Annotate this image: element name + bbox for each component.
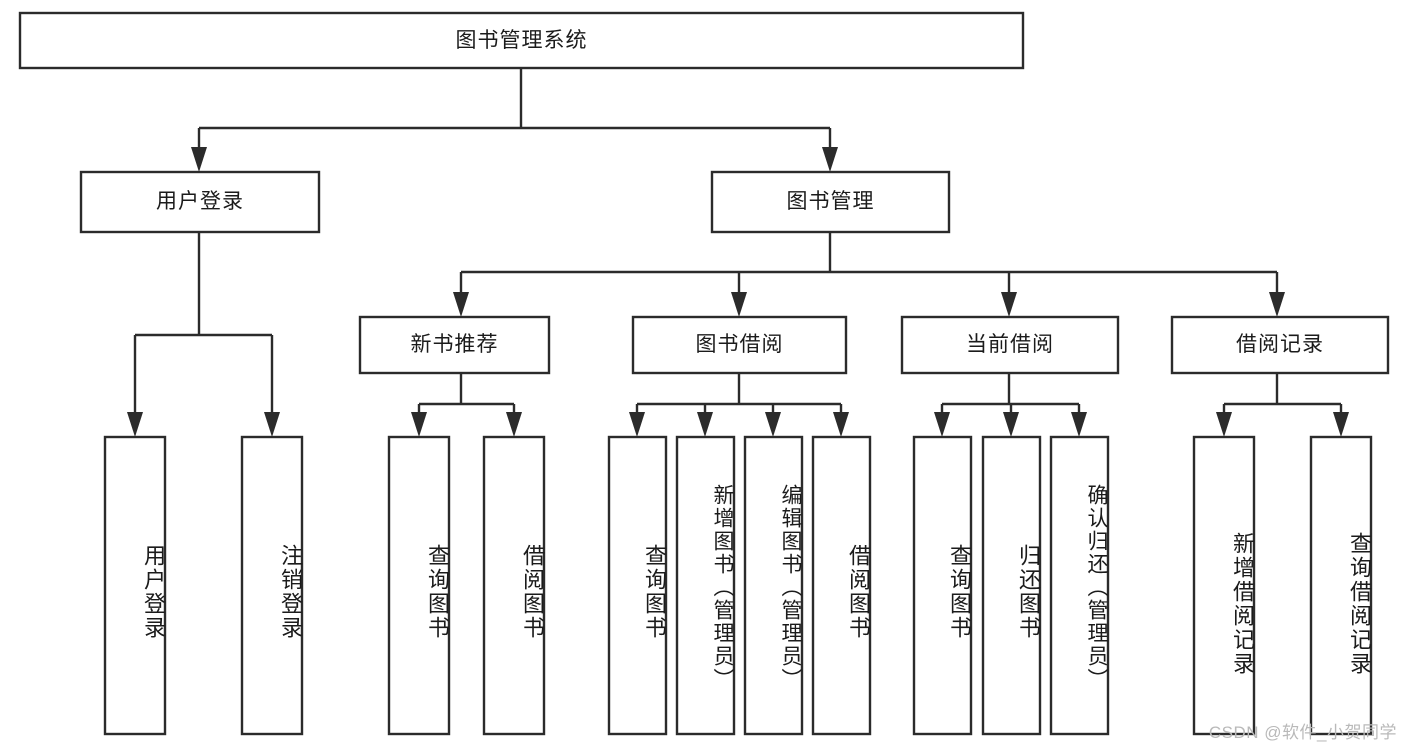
arrow-head-user-login-leaf-0 <box>127 412 143 437</box>
arrow-head-book-borrow-leaf-2 <box>765 412 781 437</box>
leaf-box-borrow-record-1[interactable] <box>1309 435 1373 736</box>
arrow-head-new-book-leaf-0 <box>411 412 427 437</box>
leaf-box-book-borrow-1[interactable] <box>675 435 736 736</box>
node-box-book-borrow[interactable] <box>631 315 848 375</box>
arrow-head-book-borrow-leaf-0 <box>629 412 645 437</box>
node-box-borrow-record[interactable] <box>1170 315 1390 375</box>
node-box-user-login[interactable] <box>79 170 321 234</box>
arrow-head-book-borrow-leaf-1 <box>697 412 713 437</box>
node-box-current-borrow[interactable] <box>900 315 1120 375</box>
arrow-head-current-borrow-leaf-2 <box>1071 412 1087 437</box>
leaf-box-user-login-1[interactable] <box>240 435 304 736</box>
leaf-box-new-book-0[interactable] <box>387 435 451 736</box>
leaf-box-current-borrow-2[interactable] <box>1049 435 1110 736</box>
leaf-box-new-book-1[interactable] <box>482 435 546 736</box>
leaf-box-book-borrow-2[interactable] <box>743 435 804 736</box>
node-box-new-book-recommend[interactable] <box>358 315 551 375</box>
arrow-head-user-login-leaf-1 <box>264 412 280 437</box>
leaf-box-book-borrow-0[interactable] <box>607 435 668 736</box>
arrow-head-current-borrow <box>1001 292 1017 317</box>
leaf-box-user-login-0[interactable] <box>103 435 167 736</box>
arrow-head-current-borrow-leaf-0 <box>934 412 950 437</box>
node-box-root[interactable] <box>18 11 1025 70</box>
arrow-head-borrow-record-leaf-1 <box>1333 412 1349 437</box>
arrow-head-user-login <box>191 147 207 172</box>
arrow-head-borrow-record <box>1269 292 1285 317</box>
arrow-head-book-management <box>822 147 838 172</box>
leaf-box-borrow-record-0[interactable] <box>1192 435 1256 736</box>
leaf-box-book-borrow-3[interactable] <box>811 435 872 736</box>
arrow-head-current-borrow-leaf-1 <box>1003 412 1019 437</box>
arrow-head-new-book-recommend <box>453 292 469 317</box>
arrow-head-book-borrow <box>731 292 747 317</box>
leaf-box-current-borrow-0[interactable] <box>912 435 973 736</box>
arrow-head-new-book-leaf-1 <box>506 412 522 437</box>
node-box-book-management[interactable] <box>710 170 951 234</box>
leaf-box-current-borrow-1[interactable] <box>981 435 1042 736</box>
arrow-head-book-borrow-leaf-3 <box>833 412 849 437</box>
arrow-head-borrow-record-leaf-0 <box>1216 412 1232 437</box>
